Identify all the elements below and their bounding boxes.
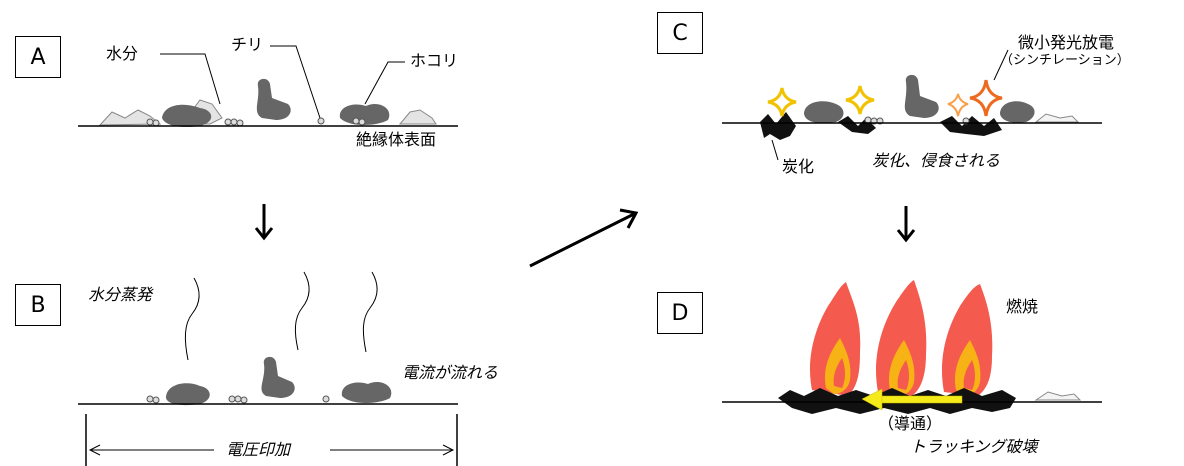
- leader-line-lint: [364, 61, 405, 105]
- dirt-clump: [804, 101, 844, 124]
- spark-icon: [969, 79, 1003, 117]
- dust-particle: [224, 118, 232, 126]
- dirt-clump: [166, 383, 210, 406]
- flame-icon: [876, 280, 927, 396]
- dirt-clump: [256, 78, 291, 120]
- label-lint: ホコリ: [410, 51, 459, 70]
- dirt-clump: [261, 356, 295, 398]
- label-moisture: 水分: [106, 44, 139, 63]
- arrow-c-to-d: [896, 206, 916, 243]
- leader-line-carbonization: [771, 139, 779, 161]
- panel-b-label: B: [15, 284, 61, 326]
- panel-c-illustration: [722, 49, 1102, 161]
- dust-particle: [317, 117, 325, 125]
- dirt-clump: [162, 104, 212, 128]
- label-current-flows: 電流が流れる: [402, 363, 499, 382]
- dust-particle: [236, 119, 244, 127]
- vapor-wisp: [294, 271, 310, 351]
- panel-d-illustration: [722, 280, 1102, 414]
- panel-d-label: D: [657, 292, 703, 334]
- moisture-film: [1034, 113, 1080, 123]
- dust-particle: [230, 118, 238, 126]
- panel-b-illustration: [78, 271, 458, 466]
- leader-line-moisture: [160, 53, 221, 105]
- dust-particle: [352, 117, 360, 125]
- spark-icon: [767, 87, 797, 117]
- dirt-clump: [1000, 101, 1035, 123]
- carbonization-mark: [760, 112, 796, 140]
- moisture-film: [1034, 391, 1082, 401]
- label-conduction: （導通）: [878, 414, 943, 433]
- dirt-clump: [904, 74, 939, 118]
- leader-line-discharge: [993, 49, 1009, 81]
- label-carbonization: 炭化: [782, 157, 815, 176]
- label-moisture-evaporation: 水分蒸発: [88, 285, 153, 304]
- dust-particle: [358, 118, 366, 126]
- label-tracking-breakdown: トラッキング破壊: [910, 437, 1038, 456]
- label-combustion: 燃焼: [1006, 297, 1039, 316]
- label-dust: チリ: [231, 35, 264, 54]
- dirt-clump: [339, 103, 390, 125]
- spark-icon: [845, 85, 875, 115]
- panel-a-illustration: [78, 45, 458, 128]
- label-voltage-applied: 電圧印加: [226, 440, 291, 459]
- flame-icon: [941, 284, 993, 396]
- spark-icon: [947, 93, 969, 117]
- label-insulator-surface: 絶縁体表面: [356, 130, 437, 149]
- panel-a-label: A: [15, 36, 61, 78]
- label-scintillation: （シンチレーション）: [1000, 53, 1130, 68]
- vapor-wisp: [362, 271, 378, 353]
- flame-icon: [809, 282, 861, 396]
- moisture-film: [398, 109, 437, 125]
- dust-particle: [152, 119, 160, 127]
- leader-line-dust: [270, 45, 321, 119]
- arrow-b-to-c: [529, 208, 639, 268]
- dust-particle: [146, 118, 154, 126]
- label-micro-discharge: 微小発光放電: [1018, 33, 1115, 52]
- vapor-wisp: [184, 277, 200, 361]
- label-carbonized-eroded: 炭化、侵食される: [872, 151, 1001, 170]
- arrow-a-to-b: [254, 204, 274, 241]
- carbonization-mark: [940, 116, 1002, 136]
- dirt-clump: [341, 381, 392, 403]
- panel-c-label: C: [657, 12, 703, 54]
- conduction-arrow: [861, 388, 963, 411]
- moisture-film: [98, 109, 162, 126]
